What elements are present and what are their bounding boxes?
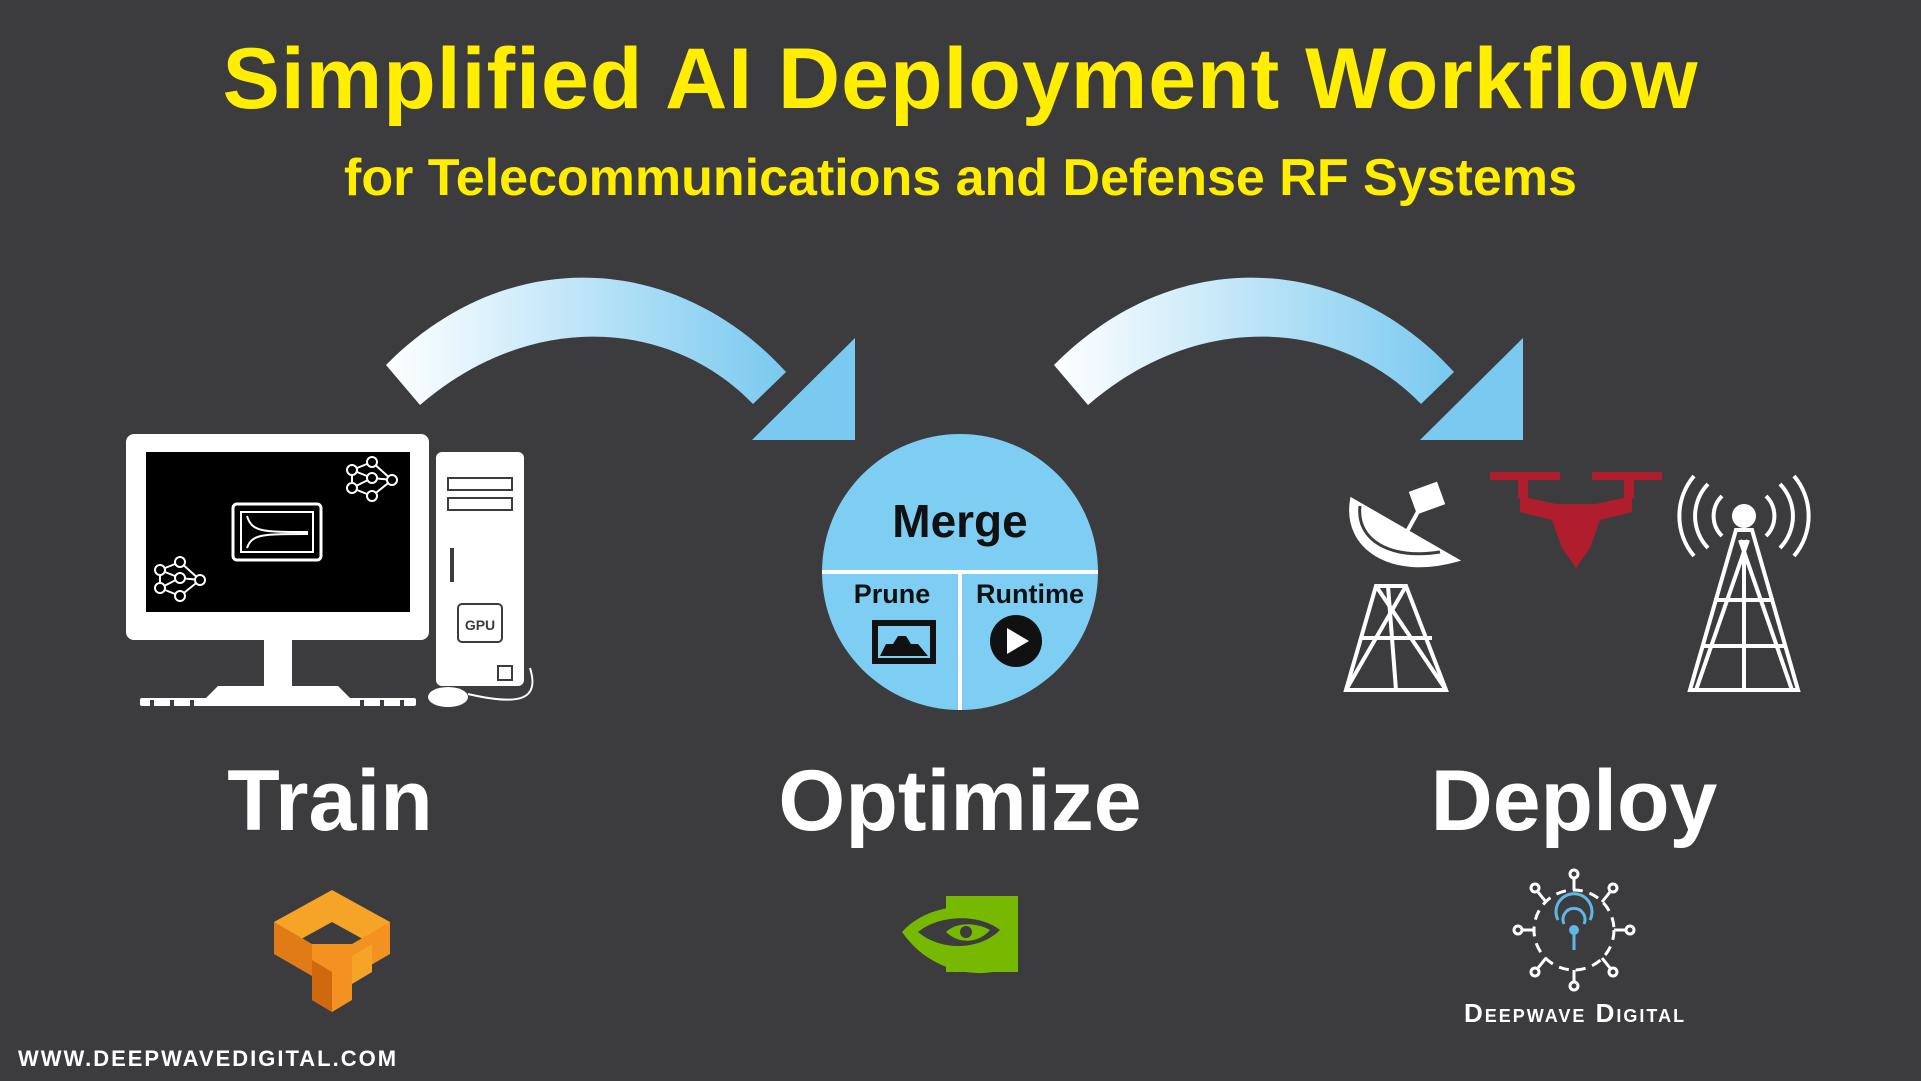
neural-network-icon [154,556,206,602]
deepwave-digital-logo [1512,868,1636,992]
neural-network-icon [346,456,398,502]
play-icon [990,615,1042,667]
brand-name: Deepwave Digital [1463,998,1687,1028]
arrow-train-to-optimize [386,277,855,440]
optimize-circle: Merge Prune Runtime [822,434,1098,710]
stage-label-deploy: Deploy [1430,753,1718,849]
page-title: Simplified AI Deployment Workflow [222,31,1699,127]
merge-label: Merge [892,495,1027,547]
runtime-label: Runtime [976,579,1084,609]
desktop-computer-icon: GPU [126,434,534,707]
radio-tower-icon [1677,474,1811,692]
gpu-label: GPU [465,617,495,633]
histogram-icon [872,620,936,664]
chart-window-icon [231,502,323,562]
tensorflow-logo [274,890,390,1012]
stage-label-train: Train [227,753,433,849]
satellite-dish-tower-icon [1343,481,1462,692]
drone-icon [1490,472,1662,568]
stage-label-optimize: Optimize [778,753,1142,849]
nvidia-logo [902,896,1018,974]
prune-label: Prune [854,579,931,609]
footer-url[interactable]: WWW.DEEPWAVEDIGITAL.COM [18,1046,399,1071]
page-subtitle: for Telecommunications and Defense RF Sy… [344,149,1577,207]
arrow-optimize-to-deploy [1054,277,1523,440]
